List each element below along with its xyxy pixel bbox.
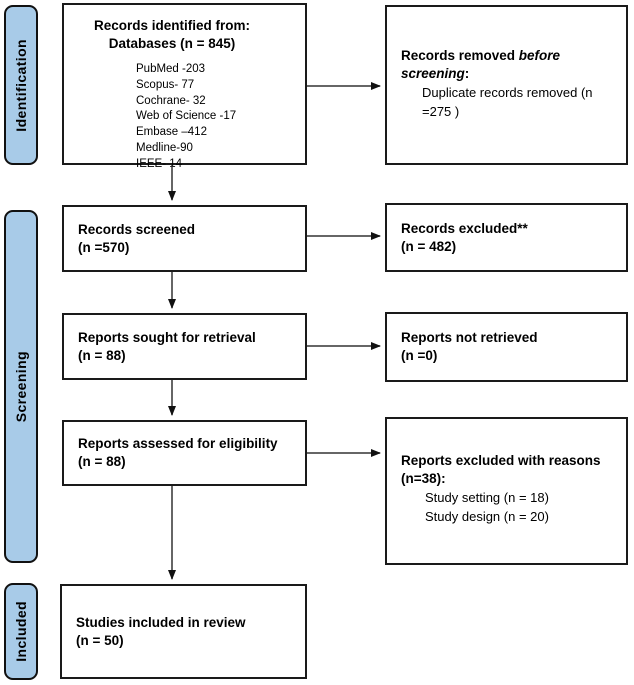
stage-screening: Screening [4, 210, 38, 563]
records-excluded-label: Records excluded** [401, 220, 528, 236]
records-screened-count: (n =570) [78, 239, 130, 255]
database-item: PubMed -203 [136, 63, 206, 75]
reports-assessed-label: Reports assessed for eligibility [78, 436, 278, 451]
stage-identification: Identification [4, 5, 38, 165]
box-records-excluded: Records excluded** (n = 482) [385, 203, 628, 272]
records-identified-heading: Records identified from: Databases (n = … [72, 17, 272, 53]
reports-assessed-count: (n = 88) [78, 454, 126, 469]
records-removed-line2: screening: [401, 65, 614, 83]
reports-sought-label: Reports sought for retrieval [78, 329, 256, 345]
box-reports-not-retrieved: Reports not retrieved (n =0) [385, 312, 628, 382]
exclusion-reason: Study setting (n = 18) [425, 490, 549, 505]
database-item: Cochrane- 32 [136, 94, 206, 107]
stage-identification-label: Identification [13, 38, 29, 132]
studies-included-label: Studies included in review [76, 614, 246, 630]
box-reports-assessed: Reports assessed for eligibility (n = 88… [62, 420, 307, 486]
duplicates-removed-line2: =275 ) [422, 104, 460, 119]
box-reports-excluded-reasons: Reports excluded with reasons (n=38): St… [385, 417, 628, 565]
reports-excluded-reasons-line1: Reports excluded with reasons [401, 453, 601, 468]
database-item: Medline-90 [136, 141, 193, 154]
database-item: Scopus- 77 [136, 78, 195, 91]
reports-excluded-reasons-line2: (n=38): [401, 471, 446, 486]
records-removed-line2-italic: screening [401, 66, 465, 81]
box-records-removed: Records removed before screening: Duplic… [385, 5, 628, 165]
database-item: Embase –412 [136, 126, 207, 139]
database-item: IEEE- 14 [136, 157, 183, 170]
box-reports-sought: Reports sought for retrieval (n = 88) [62, 313, 307, 380]
reports-not-retrieved-label: Reports not retrieved [401, 330, 538, 345]
records-identified-line1: Records identified from: [93, 18, 250, 33]
studies-included-count: (n = 50) [76, 632, 124, 648]
records-removed-line1-italic: before [518, 48, 561, 63]
records-screened-label: Records screened [78, 221, 196, 237]
stage-included-label: Included [13, 601, 29, 662]
records-excluded-count: (n = 482) [401, 238, 457, 254]
duplicates-removed-line1: Duplicate records removed (n [422, 85, 593, 100]
database-item: Web of Science -17 [136, 110, 237, 123]
reports-sought-count: (n = 88) [78, 347, 126, 363]
records-removed-line1: Records removed before [401, 47, 614, 65]
records-removed-line2-bold: : [464, 66, 470, 81]
box-records-identified: Records identified from: Databases (n = … [62, 3, 307, 170]
reports-not-retrieved-count: (n =0) [401, 348, 438, 363]
records-identified-line2: Databases (n = 845) [108, 36, 236, 51]
box-records-screened: Records screened (n =570) [62, 205, 307, 272]
exclusion-reason: Study design (n = 20) [425, 509, 549, 524]
stage-included: Included [4, 583, 38, 680]
database-list: PubMed -203 Scopus- 77 Cochrane- 32 Web … [136, 62, 297, 173]
stage-screening-label: Screening [13, 350, 29, 423]
box-studies-included: Studies included in review (n = 50) [60, 584, 307, 679]
records-removed-line1-bold: Records removed [401, 48, 519, 63]
